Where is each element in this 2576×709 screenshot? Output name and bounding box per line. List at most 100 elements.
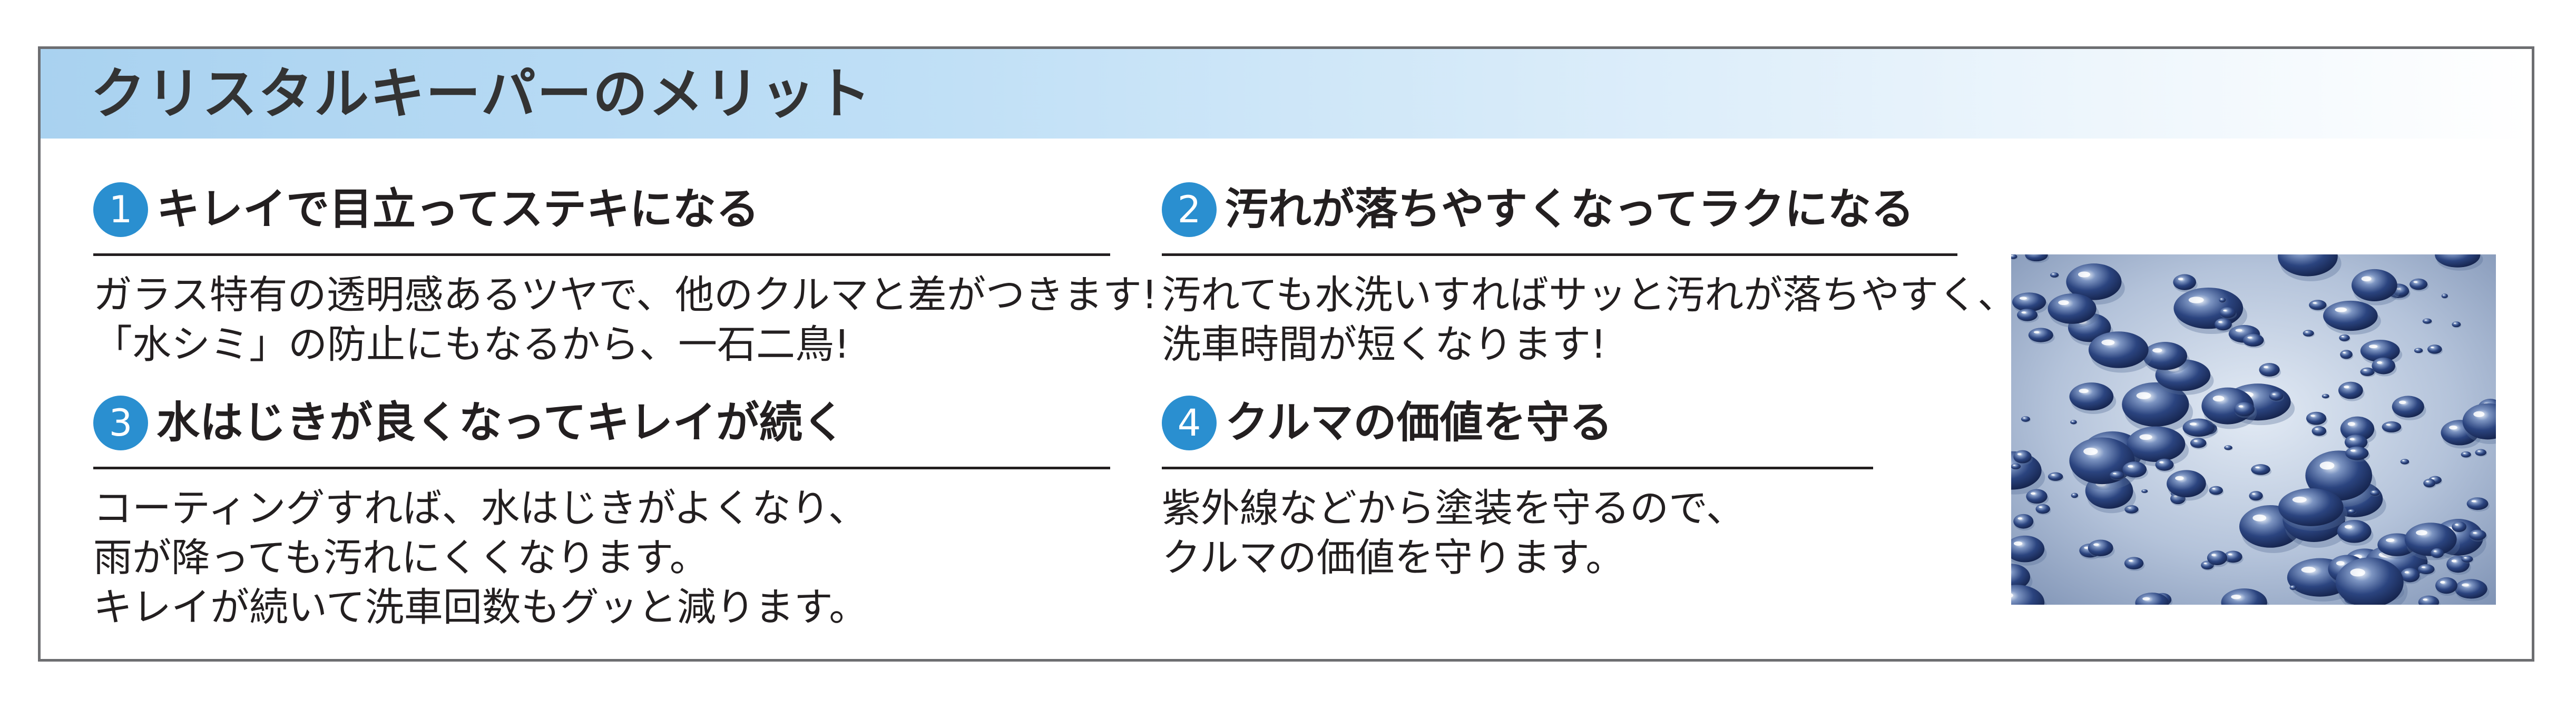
droplet-highlight bbox=[2402, 460, 2404, 461]
description-line: 雨が降っても汚れにくくなります。 bbox=[93, 535, 709, 580]
droplet-highlight bbox=[2336, 561, 2345, 566]
droplet-highlight bbox=[2238, 405, 2244, 408]
droplet-highlight bbox=[2386, 538, 2395, 542]
droplet-highlight bbox=[2335, 307, 2347, 312]
water-droplet bbox=[2209, 486, 2223, 495]
water-droplet bbox=[2190, 438, 2207, 448]
droplet-highlight bbox=[2188, 297, 2204, 303]
water-droplet bbox=[2311, 426, 2327, 436]
droplet-highlight bbox=[2291, 586, 2293, 587]
water-droplet bbox=[2351, 269, 2397, 302]
water-droplet bbox=[2234, 402, 2255, 417]
merit-description-3: コーティングすれば、水はじきがよくなり、 雨が降っても汚れにくくなります。 キレ… bbox=[93, 484, 868, 632]
merit-description-1: ガラス特有の透明感あるツヤで、他のクルマと差がつきます! 「水シミ」の防止にもな… bbox=[93, 270, 1158, 369]
droplet-highlight bbox=[2112, 472, 2117, 475]
droplet-highlight bbox=[2454, 322, 2456, 324]
droplet-highlight bbox=[2223, 309, 2227, 312]
droplet-highlight bbox=[2212, 488, 2216, 490]
droplet-highlight bbox=[2301, 566, 2316, 573]
water-droplet bbox=[2028, 328, 2053, 342]
title-band: クリスタルキーパーのメリット bbox=[41, 49, 2532, 139]
droplet-highlight bbox=[2404, 571, 2409, 574]
water-droplet bbox=[2167, 470, 2206, 498]
merit-title-2: 汚れが落ちやすくなってラクになる bbox=[1225, 184, 1914, 234]
description-line: 「水シミ」の防止にもなるから、一石二鳥! bbox=[93, 322, 850, 367]
droplet-highlight bbox=[2030, 492, 2035, 495]
water-droplet bbox=[2414, 348, 2423, 353]
water-droplet bbox=[2069, 382, 2114, 411]
droplet-highlight bbox=[2350, 568, 2365, 577]
water-droplet bbox=[2410, 278, 2428, 290]
water-droplet bbox=[2124, 557, 2144, 570]
droplet-highlight bbox=[2083, 447, 2098, 456]
droplet-highlight bbox=[2226, 446, 2228, 447]
water-droplet bbox=[2011, 564, 2031, 590]
water-droplet bbox=[2048, 293, 2097, 324]
droplet-highlight bbox=[2228, 553, 2232, 556]
droplet-highlight bbox=[2323, 395, 2325, 396]
water-droplet bbox=[2369, 490, 2380, 496]
water-droplet bbox=[2155, 458, 2174, 471]
droplet-highlight bbox=[2023, 417, 2025, 419]
water-droplet bbox=[2309, 300, 2327, 310]
droplet-highlight bbox=[2231, 594, 2241, 599]
water-droplet bbox=[2338, 381, 2363, 399]
water-droplet bbox=[2269, 391, 2284, 401]
water-droplet bbox=[2392, 396, 2424, 418]
water-droplet bbox=[2088, 331, 2149, 368]
droplet-highlight bbox=[2372, 491, 2375, 493]
description-line: クルマの価値を守ります。 bbox=[1162, 535, 1625, 580]
droplet-highlight bbox=[2203, 563, 2207, 564]
droplet-highlight bbox=[2139, 434, 2152, 440]
droplet-highlight bbox=[2363, 369, 2367, 371]
merit-title-3: 水はじきが良くなってキレイが続く bbox=[156, 398, 846, 448]
water-droplet bbox=[2303, 330, 2314, 337]
water-droplet bbox=[2340, 350, 2353, 359]
water-droplet bbox=[2025, 254, 2048, 262]
droplet-highlight bbox=[2136, 392, 2151, 399]
droplet-highlight bbox=[2443, 294, 2444, 296]
water-droplet bbox=[2306, 411, 2327, 425]
droplet-highlight bbox=[2341, 336, 2344, 337]
droplet-highlight bbox=[2178, 278, 2183, 281]
droplet-highlight bbox=[2084, 546, 2089, 549]
droplet-highlight bbox=[2252, 514, 2267, 521]
water-droplet bbox=[2461, 451, 2471, 458]
number-badge-2: 2 bbox=[1162, 182, 1217, 237]
water-droplet bbox=[2435, 577, 2457, 594]
water-droplet bbox=[2141, 489, 2148, 493]
droplet-highlight bbox=[2252, 493, 2255, 495]
droplet-highlight bbox=[2463, 452, 2465, 454]
water-droplet bbox=[2021, 416, 2030, 422]
droplet-highlight bbox=[2424, 319, 2427, 321]
description-line: キレイが続いて洗車回数もグッと減ります。 bbox=[93, 585, 868, 630]
droplet-highlight bbox=[2247, 336, 2252, 339]
description-line: 汚れても水洗いすればサッと汚れが落ちやすく、 bbox=[1162, 272, 2017, 318]
water-droplet bbox=[2219, 307, 2236, 318]
droplet-highlight bbox=[2350, 449, 2356, 452]
water-droplet bbox=[2462, 403, 2496, 440]
water-droplet bbox=[2400, 459, 2410, 465]
heading-divider-1 bbox=[93, 253, 1110, 256]
droplet-highlight bbox=[2421, 566, 2425, 568]
droplet-highlight bbox=[2292, 496, 2307, 503]
panel-title: クリスタルキーパーのメリット bbox=[91, 62, 872, 126]
water-droplet bbox=[2289, 585, 2297, 590]
water-droplet bbox=[2431, 548, 2444, 558]
water-droplet bbox=[2050, 272, 2059, 278]
water-droplet bbox=[2127, 426, 2186, 462]
heading-divider-4 bbox=[1162, 467, 1873, 469]
water-droplet bbox=[2418, 595, 2440, 605]
merit-description-2: 汚れても水洗いすればサッと汚れが落ちやすく、 洗車時間が短くなります! bbox=[1162, 270, 2016, 369]
water-droplet bbox=[2013, 514, 2034, 529]
droplet-highlight bbox=[2127, 507, 2131, 509]
droplet-highlight bbox=[2416, 349, 2418, 350]
water-droplet bbox=[2278, 254, 2338, 277]
water-droplet bbox=[2012, 292, 2046, 312]
droplet-highlight bbox=[2263, 366, 2268, 368]
droplet-highlight bbox=[2413, 281, 2417, 283]
droplet-highlight bbox=[2072, 494, 2074, 495]
droplet-highlight bbox=[2013, 465, 2015, 466]
droplet-highlight bbox=[2313, 302, 2317, 304]
water-droplet bbox=[2242, 333, 2264, 347]
